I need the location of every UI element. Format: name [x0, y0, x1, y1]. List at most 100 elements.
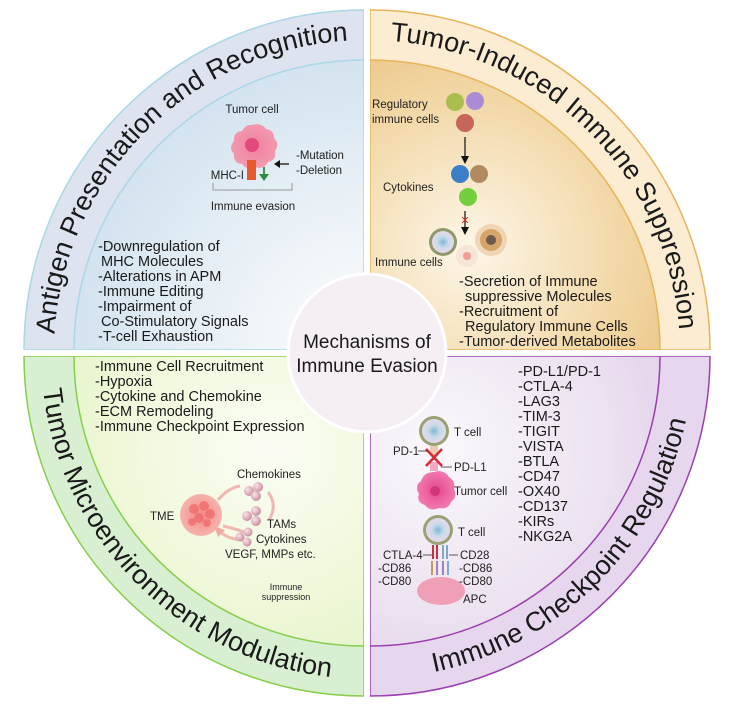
arrow-to-tams: [266, 491, 275, 521]
list-item: -TIGIT: [518, 424, 560, 440]
quadrant-microenvironment: Tumor Microenvironment Modulation -Immun…: [23, 355, 365, 697]
list-item: -OX40: [518, 484, 560, 500]
mhc-i-label: MHC-I: [211, 170, 244, 182]
regulatory-cell-icon: [466, 92, 484, 110]
cytokine-icon: [451, 165, 469, 183]
checkpoint-items: -PD-L1/PD-1 -CTLA-4 -LAG3 -TIM-3 -TIGIT …: [518, 364, 601, 545]
t-cell-label: T cell: [458, 527, 485, 539]
antigen-items: -Downregulation of MHC Molecules -Altera…: [98, 239, 248, 345]
microenvironment-inner: [73, 355, 365, 647]
list-item: -Secretion of Immune: [459, 274, 598, 290]
suppression-diagram: Regulatory immune cells Cytokines ✕: [372, 92, 507, 269]
pdl1-ligand-icon: [430, 462, 438, 471]
tam-balls-icon: [242, 506, 261, 526]
list-item: -BTLA: [518, 454, 559, 470]
ctla4-diagram: T cell CTLA-4 CD28 -CD86 -CD80 -CD86 -CD…: [378, 515, 492, 606]
right-cd80-label: -CD80: [459, 576, 492, 588]
t-cell-label: T cell: [454, 427, 481, 439]
list-item: -CD47: [518, 469, 560, 485]
suppression-label-2: suppression: [262, 592, 311, 602]
arrow-to-chemokines: [216, 484, 241, 501]
list-item: -Immune Cell Recruitment: [95, 359, 263, 375]
list-item: Regulatory Immune Cells: [465, 319, 628, 335]
regulatory-label-2: immune cells: [372, 114, 439, 126]
left-cd86-label: -CD86: [378, 563, 411, 575]
t-cell-icon: [423, 515, 453, 545]
immune-cell-icon: [456, 245, 478, 267]
tme-label: TME: [150, 511, 175, 523]
tumor-cell-label: Tumor cell: [225, 104, 278, 116]
immune-evasion-label: Immune evasion: [211, 201, 295, 213]
bracket: [212, 183, 293, 191]
receptor-icons: [431, 545, 449, 575]
chemokine-balls-icon: [244, 482, 263, 501]
arrow-from-tme: [222, 524, 245, 534]
pdl1-label: PD-L1: [454, 462, 487, 474]
list-item: -VISTA: [518, 439, 564, 455]
cytokines-label: Cytokines: [256, 534, 307, 546]
suppression-label: Immune: [270, 582, 303, 592]
left-cd80-label: -CD80: [378, 576, 411, 588]
list-item: -ECM Remodeling: [95, 404, 213, 420]
quadrant-immune-suppression: Tumor-Induced Immune Suppression Regulat…: [369, 9, 711, 351]
tams-label: TAMs: [267, 519, 296, 531]
list-item: -Immune Checkpoint Expression: [95, 419, 305, 435]
pd1-label: PD-1: [393, 446, 419, 458]
list-item: -KIRs: [518, 514, 554, 530]
microenvironment-items: -Immune Cell Recruitment -Hypoxia -Cytok…: [95, 359, 305, 435]
mhc-i-icon: [247, 160, 256, 180]
list-item: -Hypoxia: [95, 374, 153, 390]
suppression-items: -Secretion of Immune suppressive Molecul…: [459, 274, 636, 350]
apc-label: APC: [463, 594, 487, 606]
list-item: -PD-L1/PD-1: [518, 364, 601, 380]
pd1-diagram: T cell PD-1 PD-L1 Tumor cell: [393, 416, 507, 510]
list-item: -CTLA-4: [518, 379, 573, 395]
list-item: -Tumor-derived Metabolites: [459, 334, 636, 350]
list-item: -Immune Editing: [98, 284, 204, 300]
pd1-receptor-icon: [430, 446, 438, 456]
center-circle: Mechanisms of Immune Evasion: [286, 272, 448, 434]
list-item: -Impairment of: [98, 299, 192, 315]
regulatory-cell-icon: [456, 114, 474, 132]
block-x-icon: [425, 448, 443, 467]
mhc-diagram: Tumor cell MHC-I -Mutation -Deletion Imm…: [211, 104, 344, 213]
list-item: -Recruitment of: [459, 304, 559, 320]
immune-cells-label: Immune cells: [375, 257, 443, 269]
right-cd86-label: -CD86: [459, 563, 492, 575]
list-item: MHC Molecules: [101, 254, 203, 270]
tme-diagram: TME Chemokines TAMs Cytokines VEGF, MMPs…: [150, 469, 316, 602]
apc-icon: [417, 577, 465, 605]
list-item: -TIM-3: [518, 409, 561, 425]
cytokine-icon: [459, 188, 477, 206]
block-x-icon: ✕: [460, 215, 469, 227]
immune-cell-icon: [429, 228, 457, 256]
cause-deletion: -Deletion: [296, 165, 342, 177]
down-arrow-icon: [259, 167, 269, 181]
tumor-nucleus-icon: [245, 138, 259, 152]
cytokine-icon: [470, 165, 488, 183]
regulatory-label: Regulatory: [372, 99, 428, 111]
list-item: -Downregulation of: [98, 239, 221, 255]
list-item: -Alterations in APM: [98, 269, 221, 285]
list-item: -LAG3: [518, 394, 560, 410]
list-item: -T-cell Exhaustion: [98, 329, 213, 345]
list-item: suppressive Molecules: [465, 289, 612, 305]
left-arrow-icon: [274, 160, 289, 168]
list-item: Co-Stimulatory Signals: [101, 314, 248, 330]
tme-cells: [188, 501, 215, 527]
cytokines-label: Cytokines: [383, 182, 434, 194]
suppression-inner: [369, 59, 661, 351]
list-item: -NKG2A: [518, 529, 572, 545]
cytokine-balls-icon: [235, 527, 253, 547]
regulatory-cell-icon: [446, 93, 464, 111]
tumor-cell-label: Tumor cell: [454, 486, 507, 498]
cause-mutation: -Mutation: [296, 150, 344, 162]
chemokines-label: Chemokines: [237, 469, 301, 481]
vegf-label: VEGF, MMPs etc.: [225, 549, 316, 561]
immune-cell-icon: [475, 224, 507, 256]
list-item: -Cytokine and Chemokine: [95, 389, 262, 405]
center-title-line2: Immune Evasion: [296, 356, 438, 377]
ctla4-label: CTLA-4: [383, 550, 423, 562]
list-item: -CD137: [518, 499, 568, 515]
